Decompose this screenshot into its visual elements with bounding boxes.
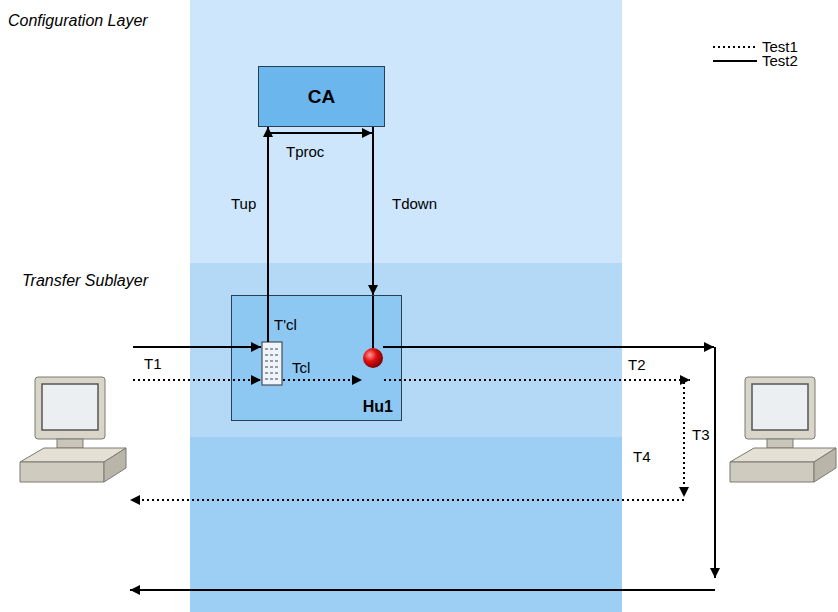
- timing-label: T3: [692, 426, 710, 443]
- label-holder: T2: [628, 356, 646, 374]
- icon-line: [265, 361, 279, 362]
- solid-sample: [713, 60, 757, 62]
- layer-heading: Transfer Sublayer: [22, 272, 148, 290]
- document-icon: [262, 342, 282, 385]
- timing-label: T4: [633, 448, 651, 465]
- lower-band: [190, 437, 622, 612]
- label-holder: Tcl: [292, 359, 310, 377]
- connector-arrow: [267, 127, 269, 295]
- solid-arrow: [130, 589, 715, 591]
- label-holder: Tproc: [286, 143, 324, 161]
- legend-sample: [712, 40, 758, 54]
- edge-label-holder: Tup: [231, 195, 256, 213]
- dotted-arrow: [683, 382, 685, 497]
- monitor-stand: [57, 439, 83, 448]
- icon-line: [265, 349, 279, 350]
- legend-text: Test2: [762, 54, 798, 68]
- legend: Test1Test2: [712, 40, 798, 68]
- keyboard-top: [20, 448, 126, 462]
- icon-line: [265, 379, 279, 380]
- monitor-body: [35, 377, 105, 439]
- keyboard-side: [814, 448, 836, 482]
- layer-band: Configuration LayerCA: [190, 0, 622, 263]
- edge-label: Tdown: [392, 195, 437, 212]
- dotted-arrow: [384, 379, 690, 381]
- red-ball: [363, 348, 383, 368]
- icon-line: [265, 367, 279, 368]
- solid-line: [372, 296, 374, 348]
- solid-arrow: [268, 132, 372, 134]
- timing-label: Tproc: [286, 143, 324, 160]
- legend-row: Test1: [712, 40, 798, 54]
- keyboard-top: [730, 448, 836, 462]
- layer-band: Transfer SublayerHu1: [190, 263, 622, 437]
- solid-line: [267, 295, 269, 342]
- solid-arrow: [714, 347, 716, 578]
- dotted-arrow: [283, 379, 362, 381]
- keyboard-front: [730, 462, 814, 482]
- layer-heading: Configuration Layer: [8, 12, 148, 30]
- dotted-arrow: [130, 499, 684, 501]
- solid-arrow: [133, 346, 261, 348]
- left-computer: [20, 377, 126, 482]
- keyboard-side: [104, 448, 126, 482]
- monitor-screen: [42, 384, 98, 430]
- edge-label-holder: Tdown: [392, 195, 437, 213]
- timing-label: T1: [144, 355, 162, 372]
- solid-arrow: [383, 346, 714, 348]
- timing-label: T2: [628, 356, 646, 373]
- monitor-body: [745, 377, 815, 439]
- monitor-screen: [752, 384, 808, 430]
- timing-label: Tcl: [292, 359, 310, 376]
- keyboard-front: [20, 462, 104, 482]
- test2-path: [130, 133, 715, 590]
- test1-path: [130, 380, 690, 500]
- dotted-sample: [713, 46, 757, 48]
- right-computer: [730, 377, 836, 482]
- icon-line: [265, 373, 279, 374]
- connector-arrow: [372, 127, 374, 295]
- queue-icon: [262, 342, 282, 385]
- icon-line: [265, 355, 279, 356]
- monitor-stand: [767, 439, 793, 448]
- label-holder: T4: [633, 448, 651, 466]
- legend-row: Test2: [712, 54, 798, 68]
- legend-sample: [712, 54, 758, 68]
- edge-label: Tup: [231, 195, 256, 212]
- hub-box: Hu1: [231, 295, 402, 421]
- agent-box: CA: [258, 66, 385, 127]
- box-title: CA: [308, 86, 335, 108]
- timing-label: T'cl: [274, 316, 297, 333]
- box-title: Hu1: [363, 398, 393, 416]
- dotted-arrow: [133, 379, 261, 381]
- label-holder: T'cl: [274, 316, 297, 334]
- label-holder: T3: [692, 426, 710, 444]
- legend-text: Test1: [762, 40, 798, 54]
- label-holder: T1: [144, 355, 162, 373]
